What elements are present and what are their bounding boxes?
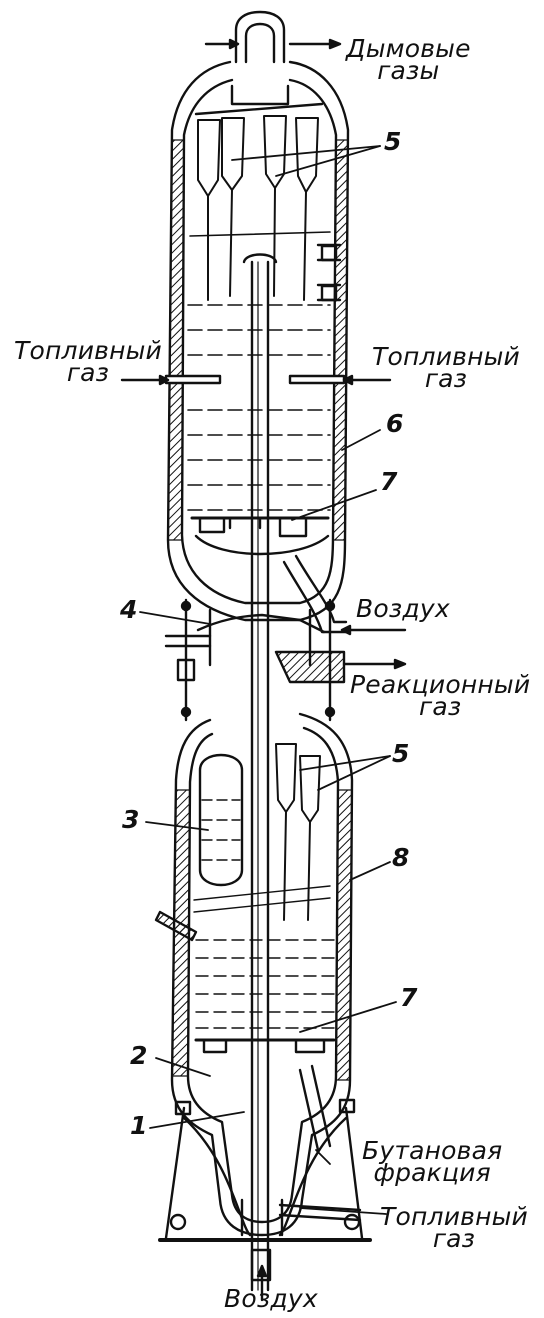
label-fuel-gas-bottom: Топливный газ xyxy=(380,1202,529,1253)
label-fuel-gas-right: Топливный газ xyxy=(372,342,521,393)
callout-7-top: 7 xyxy=(380,467,398,496)
label-air-middle: Воздух xyxy=(356,594,450,623)
regenerator-vessel xyxy=(120,10,392,634)
label-air-bottom: Воздух xyxy=(224,1284,318,1313)
callout-7-bottom: 7 xyxy=(400,983,418,1012)
callout-1: 1 xyxy=(130,1111,148,1140)
central-riser xyxy=(242,253,278,1292)
reactor-vessel xyxy=(154,712,372,1302)
label-flue-gases: Дымовые газы xyxy=(346,34,471,85)
leader-lines xyxy=(139,145,397,1215)
callout-6: 6 xyxy=(386,409,404,438)
label-reaction-gas: Реакционный газ xyxy=(350,670,531,721)
label-fuel-gas-left: Топливный газ xyxy=(14,336,163,387)
callout-2: 2 xyxy=(130,1041,148,1070)
callout-4: 4 xyxy=(120,595,138,624)
callout-8: 8 xyxy=(392,843,410,872)
callout-5-top: 5 xyxy=(384,127,402,156)
label-butane-fraction: Бутановая фракция xyxy=(362,1136,503,1187)
callout-5-middle: 5 xyxy=(392,739,410,768)
callout-3: 3 xyxy=(122,805,140,834)
